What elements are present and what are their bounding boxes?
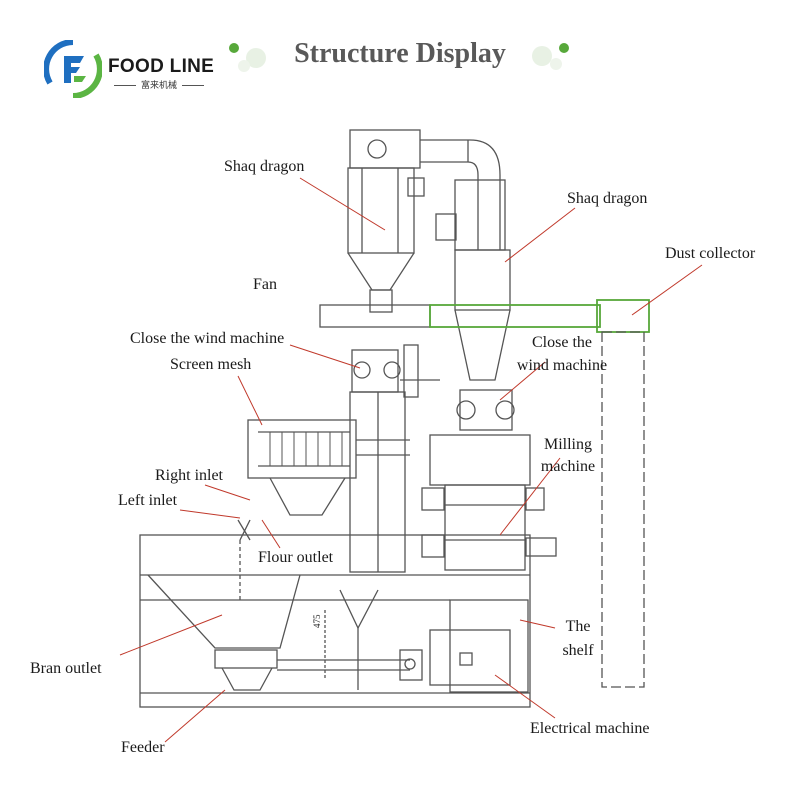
label-close-wind-right-1: Close the	[532, 334, 592, 351]
label-milling-2: machine	[540, 458, 596, 475]
dust-collector-duct	[429, 304, 601, 328]
label-the-shelf-2: shelf	[562, 642, 594, 659]
screen-mesh	[247, 419, 357, 479]
label-left-inlet: Left inlet	[118, 492, 178, 509]
label-electrical-machine: Electrical machine	[530, 720, 650, 737]
page-title: Structure Display	[294, 38, 506, 69]
label-screen-mesh: Screen mesh	[170, 356, 252, 373]
label-close-wind-right-2: wind machine	[516, 357, 608, 374]
brand-name: FOOD LINE	[108, 56, 215, 77]
header-decoration-right-icon	[532, 43, 569, 70]
dimension-label: 475	[312, 614, 322, 629]
label-fan: Fan	[253, 276, 277, 293]
electrical-motor	[429, 629, 511, 686]
label-the-shelf-1: The	[565, 618, 591, 635]
header-decoration-left-icon	[229, 43, 266, 72]
top-duct	[420, 139, 501, 250]
left-cyclone-body	[347, 167, 415, 254]
sifter-hopper	[269, 477, 346, 516]
brand-subtitle: 富来机械	[104, 78, 214, 91]
milling-body	[444, 484, 526, 571]
right-cyclone-body	[454, 249, 511, 311]
label-close-wind-left: Close the wind machine	[130, 330, 285, 347]
motor-housing	[449, 599, 529, 693]
label-milling-1: Milling	[543, 436, 592, 453]
label-flour-outlet: Flour outlet	[258, 549, 334, 566]
right-cyclone-cone	[454, 309, 511, 381]
label-bran-outlet: Bran outlet	[30, 660, 102, 677]
left-cyclone-port	[367, 139, 387, 159]
food-line-logo-icon	[44, 40, 102, 98]
label-dust-collector: Dust collector	[665, 245, 756, 262]
bran-hopper	[147, 574, 301, 649]
label-shaq-dragon-left: Shaq dragon	[224, 158, 305, 175]
right-airlock	[459, 389, 513, 431]
feeder	[214, 649, 278, 669]
label-right-inlet: Right inlet	[155, 467, 223, 484]
label-feeder: Feeder	[121, 739, 165, 756]
label-shaq-dragon-right: Shaq dragon	[567, 190, 648, 207]
dust-collector-column	[601, 331, 645, 688]
main-frame	[139, 534, 531, 708]
